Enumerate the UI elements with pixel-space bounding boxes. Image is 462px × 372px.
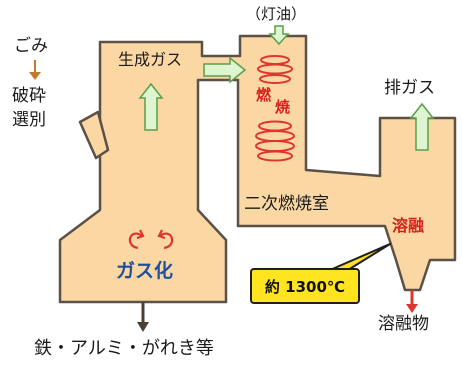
molten-product-label: 溶融物 — [378, 314, 429, 334]
sort-label: 選別 — [12, 110, 46, 130]
residue-outlet-arrow — [137, 302, 149, 332]
crush-label: 破砕 — [12, 86, 46, 106]
waste-label: ごみ — [14, 36, 48, 56]
gas-flow-right-arrow — [203, 56, 247, 84]
melting-label: 溶融 — [392, 216, 425, 235]
swirl-arrows-icon — [128, 229, 174, 250]
product-gas-label: 生成ガス — [118, 50, 183, 69]
kerosene-label: （灯油） — [246, 5, 307, 23]
feed-chute — [78, 110, 110, 160]
waste-down-arrow — [29, 60, 41, 80]
secondary-chamber-label: 二次燃焼室 — [244, 194, 329, 214]
gasification-label: ガス化 — [116, 260, 174, 282]
exhaust-up-arrow — [409, 102, 435, 151]
callout-pointer — [329, 243, 391, 271]
molten-outlet-arrow — [406, 290, 418, 313]
kerosene-down-arrow — [268, 25, 290, 46]
gas-up-arrow — [138, 82, 164, 131]
combustion-label-1: 燃 — [256, 86, 272, 104]
temperature-callout: 約 1300℃ — [250, 268, 360, 304]
residue-label: 鉄・アルミ・がれき等 — [34, 338, 214, 359]
flame-swirl-upper-icon — [257, 55, 293, 84]
flame-swirl-lower-icon — [255, 120, 295, 162]
combustion-label-2: 焼 — [275, 98, 291, 116]
exhaust-gas-label: 排ガス — [384, 78, 435, 98]
